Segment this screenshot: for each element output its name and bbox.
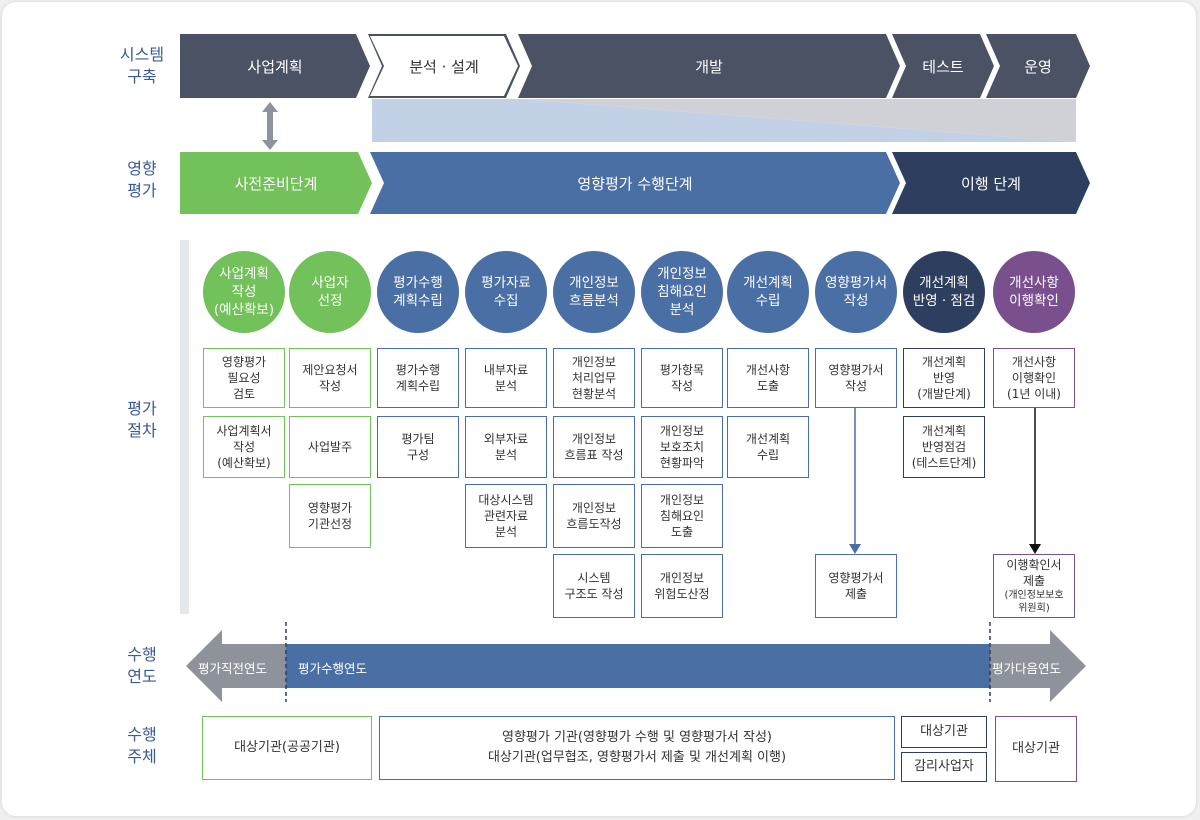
- double-arrow-icon: [262, 102, 278, 150]
- step-task-box: 영향평가서 작성: [815, 348, 897, 408]
- procedure-side-bar: [180, 240, 189, 614]
- step-task-box: 개선계획 반영 (개발단계): [903, 348, 985, 408]
- step-task-box: 개선사항 이행확인 (1년 이내): [993, 348, 1075, 408]
- system-stage-development: 개발: [518, 34, 900, 98]
- actor-impl-target: 대상기관: [901, 716, 987, 748]
- system-stage-label: 개발: [695, 57, 723, 76]
- year-current-bar: [286, 644, 990, 688]
- year-timeline: [186, 622, 1086, 702]
- step-task-box: 제안요청서 작성: [289, 348, 371, 408]
- system-stage-label: 운영: [1024, 57, 1052, 76]
- system-stage-planning: 사업계획: [180, 34, 370, 98]
- step-task-box: 개인정보 처리업무 현황분석: [553, 348, 635, 408]
- step-task-box: 대상시스템 관련자료 분석: [465, 484, 547, 548]
- step-task-box: 개선사항 도출: [727, 348, 809, 408]
- assessment-stage-prep: 사전준비단계: [180, 152, 372, 214]
- step-task-box: 사업발주: [289, 416, 371, 478]
- step-circle: 사업계획 작성 (예산확보): [203, 251, 285, 333]
- step-circle: 사업자 선정: [289, 251, 371, 333]
- step-task-box: 개선계획 수립: [727, 416, 809, 478]
- year-prev-arrow: [186, 630, 286, 702]
- step-task-box: 평가항목 작성: [641, 348, 723, 408]
- row-label-procedure: 평가 절차: [127, 399, 157, 440]
- step-task-box: 평가수행 계획수립: [377, 348, 459, 408]
- row-label-actor: 수행 주체: [127, 725, 157, 766]
- step-circle: 개인정보 흐름분석: [553, 251, 635, 333]
- assessment-stage-execution: 영향평가 수행단계: [370, 152, 900, 214]
- step-task-box: 사업계획서 작성 (예산확보): [203, 416, 285, 478]
- step-circle: 평가자료 수집: [465, 251, 547, 333]
- step-arrows: [849, 408, 1041, 554]
- task-subtext: (개인정보보호 위원회): [1004, 590, 1064, 614]
- actor-execution-line1: 영향평가 기관(영향평가 수행 및 영향평가서 작성): [501, 730, 772, 745]
- step-task-box: 영향평가서 제출: [815, 554, 897, 618]
- step-circle: 영향평가서 작성: [815, 251, 897, 333]
- system-stage-operation: 운영: [986, 34, 1090, 98]
- system-stage-label: 사업계획: [247, 57, 303, 76]
- actor-impl-auditor: 감리사업자: [901, 752, 987, 782]
- year-next-arrow: [990, 630, 1086, 702]
- step-task-box: 내부자료 분석: [465, 348, 547, 408]
- down-arrow-icon: [849, 408, 861, 554]
- year-next-label: 평가다음연도: [992, 661, 1062, 676]
- assessment-stage-label: 영향평가 수행단계: [577, 174, 693, 193]
- step-task-box: 영향평가 기관선정: [289, 484, 371, 548]
- task-text: 이행확인서 제출: [1006, 558, 1062, 588]
- row-label-assessment: 영향 평가: [127, 159, 157, 200]
- stage-mapping-funnel: [262, 99, 1076, 150]
- system-stage-label: 테스트: [922, 57, 964, 76]
- step-task-box: 개인정보 보호조치 현황파악: [641, 416, 723, 478]
- step-circle: 개선계획 수립: [727, 251, 809, 333]
- row-label-system: 시스템 구축: [119, 45, 165, 86]
- step-task-box: 외부자료 분석: [465, 416, 547, 478]
- assessment-stage-label: 사전준비단계: [234, 174, 318, 193]
- system-stage-test: 테스트: [892, 34, 994, 98]
- step-task-box: 시스템 구조도 작성: [553, 554, 635, 618]
- step-circle: 평가수행 계획수립: [377, 251, 459, 333]
- actor-prep: 대상기관(공공기관): [202, 716, 372, 780]
- assessment-stage-implementation: 이행 단계: [892, 152, 1090, 214]
- system-stage-label: 분석 · 설계: [409, 57, 479, 76]
- year-current-label: 평가수행연도: [298, 661, 368, 676]
- assessment-stage-label: 이행 단계: [961, 174, 1021, 193]
- step-task-box: 개선계획 반영점검 (테스트단계): [903, 416, 985, 478]
- step-task-box: 평가팀 구성: [377, 416, 459, 478]
- step-circle: 개인정보 침해요인 분석: [641, 251, 723, 333]
- actor-execution: 영향평가 기관(영향평가 수행 및 영향평가서 작성) 대상기관(업무협조, 영…: [379, 716, 895, 780]
- step-task-box: 개인정보 흐름표 작성: [553, 416, 635, 478]
- row-label-year: 수행 연도: [127, 645, 157, 686]
- step-circle: 개선사항 이행확인: [993, 251, 1075, 333]
- system-stage-design: 분석 · 설계: [370, 36, 518, 96]
- actor-execution-line2: 대상기관(업무협조, 영향평가서 제출 및 개선계획 이행): [487, 750, 787, 765]
- step-task-box: 이행확인서 제출(개인정보보호 위원회): [993, 554, 1075, 618]
- step-task-box: 개인정보 위험도산정: [641, 554, 723, 618]
- step-task-box: 영향평가 필요성 검토: [203, 348, 285, 408]
- step-task-box: 개인정보 침해요인 도출: [641, 484, 723, 548]
- down-arrow-icon: [1029, 408, 1041, 554]
- step-task-box: 개인정보 흐름도작성: [553, 484, 635, 548]
- step-circle: 개선계획 반영 · 점검: [903, 251, 985, 333]
- year-prev-label: 평가직전연도: [198, 661, 268, 676]
- actor-followup: 대상기관: [995, 716, 1077, 782]
